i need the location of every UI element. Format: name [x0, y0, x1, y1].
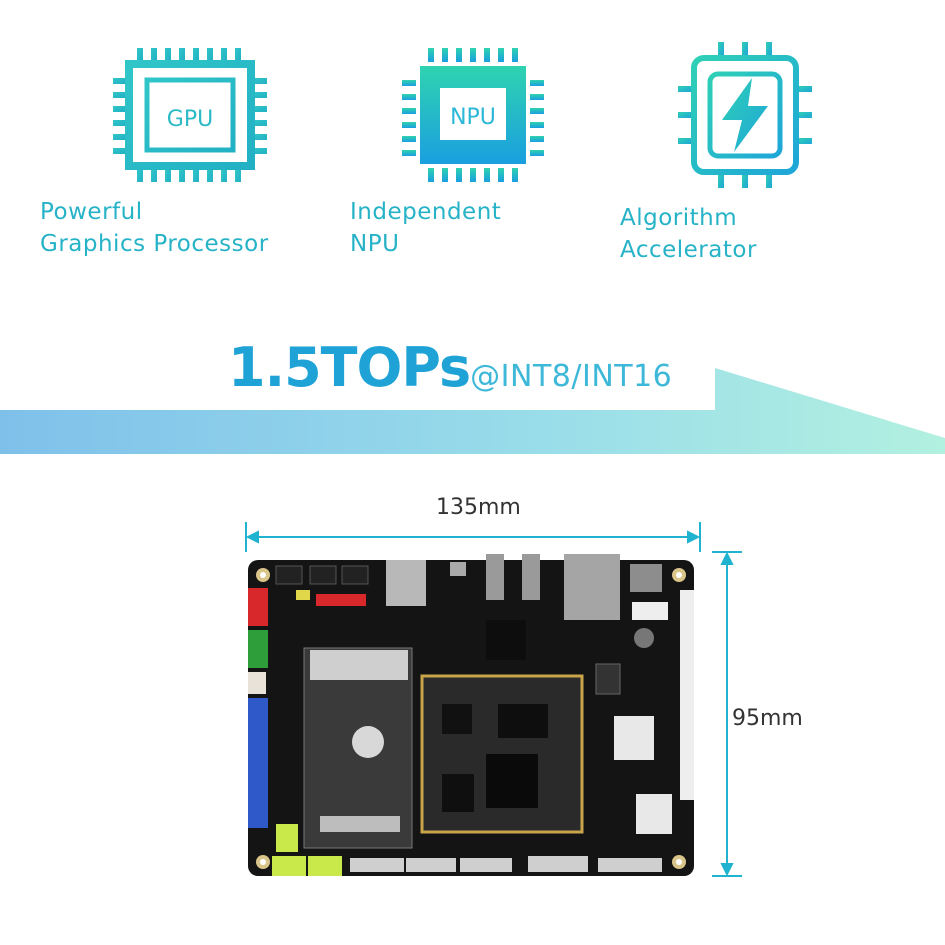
algorithm-label-line1: Algorithm: [620, 205, 738, 231]
tops-value: 1.5TOPs: [228, 336, 471, 399]
gpu-label-line2: Graphics Processor: [40, 231, 269, 257]
performance-band: [0, 368, 945, 454]
npu-feature: NPU: [378, 40, 568, 190]
lightning-chip-icon: [678, 42, 812, 188]
algorithm-feature: [650, 40, 840, 190]
algorithm-label-line2: Accelerator: [620, 237, 757, 263]
height-dimension-label: 95mm: [732, 706, 803, 731]
circuit-board-image: [248, 554, 694, 876]
width-dimension-label: 135mm: [436, 495, 521, 520]
gpu-feature: GPU: [95, 40, 285, 190]
gpu-feature-label: Powerful Graphics Processor: [40, 196, 330, 260]
gpu-label-line1: Powerful: [40, 199, 143, 225]
performance-heading: 1.5TOPs@INT8/INT16: [228, 336, 672, 399]
gpu-chip-text: GPU: [167, 107, 213, 132]
npu-chip-icon: NPU: [402, 48, 544, 182]
tops-precision: @INT8/INT16: [470, 359, 673, 394]
npu-chip-text: NPU: [450, 105, 496, 130]
npu-label-line2: NPU: [350, 231, 400, 257]
npu-feature-label: Independent NPU: [350, 196, 600, 260]
npu-label-line1: Independent: [350, 199, 502, 225]
algorithm-feature-label: Algorithm Accelerator: [620, 202, 870, 266]
gpu-chip-icon: GPU: [113, 48, 267, 182]
